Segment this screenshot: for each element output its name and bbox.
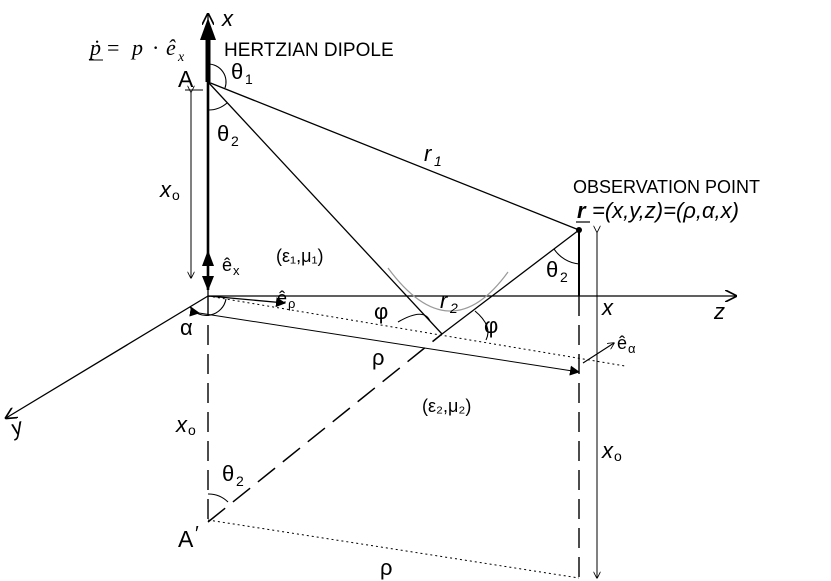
e-rho-symbol: ê xyxy=(277,288,287,308)
medium2-label: (ε₂,μ₂) xyxy=(422,396,471,416)
x0-upper-label: x o xyxy=(159,177,180,203)
theta2-arc-at-A xyxy=(207,102,228,111)
observation-r-vector: r xyxy=(577,198,587,223)
rho-bottom-label: ρ xyxy=(380,555,393,580)
e-rho-sub: ρ xyxy=(288,296,295,311)
phi-left-arc xyxy=(397,313,431,323)
point-a-label: A xyxy=(178,66,194,92)
theta2-arc-at-obs xyxy=(553,248,580,265)
observation-equation: =(x,y,z)=(ρ,α,x) xyxy=(592,198,739,223)
theta1-sub: 1 xyxy=(245,71,253,87)
alpha-label: α xyxy=(180,315,193,340)
alpha-arc xyxy=(189,298,227,316)
dipole-equals: = xyxy=(107,35,119,60)
theta2-obs-symbol: θ xyxy=(546,257,558,282)
r1-label: r 1 xyxy=(424,141,442,169)
y-axis-label: y xyxy=(5,413,28,442)
dipole-title: HERTZIAN DIPOLE xyxy=(224,40,394,61)
rho-dimension xyxy=(189,306,580,376)
ray-reflected xyxy=(441,229,580,335)
image-ray xyxy=(207,333,443,523)
phi-right-label: φ xyxy=(484,313,498,338)
rho-mid-label: ρ xyxy=(372,345,385,370)
dipole-p: p xyxy=(130,35,143,60)
theta2-image-symbol: θ xyxy=(222,461,234,486)
theta2-label-at-obs: θ 2 xyxy=(546,257,568,285)
r2-symbol: r xyxy=(440,288,449,313)
dipole-dot: · xyxy=(152,35,159,60)
theta2-label-at-image: θ 2 xyxy=(222,461,244,489)
theta2-a-sub: 2 xyxy=(231,133,239,149)
e-alpha-sub: α xyxy=(628,341,636,356)
theta2-image-sub: 2 xyxy=(236,473,244,489)
y-axis xyxy=(6,295,209,418)
x0-right-symbol: x xyxy=(601,438,614,463)
e-x-arrowhead xyxy=(202,250,214,266)
rho-bottom-dotted xyxy=(207,519,580,579)
theta1-label: θ 1 xyxy=(231,59,253,87)
point-a-image-label: A ′ xyxy=(178,523,199,552)
r1-symbol: r xyxy=(424,141,433,166)
medium1-label: (ε₁,μ₁) xyxy=(276,246,324,266)
x0-upper-symbol: x xyxy=(159,177,172,202)
dipole-unit-e: ê xyxy=(166,35,176,60)
e-alpha-symbol: ê xyxy=(617,333,627,353)
x-axis-label-top: x xyxy=(221,6,234,31)
x0-upper-sub: o xyxy=(172,187,180,203)
theta2-obs-sub: 2 xyxy=(560,269,568,285)
x0-lower-sub: o xyxy=(188,422,196,438)
x0-lower-symbol: x xyxy=(175,412,188,437)
r2-curve xyxy=(387,267,509,312)
ray-incident xyxy=(207,81,443,335)
x-label-at-obs: x xyxy=(601,295,614,320)
e-x-symbol: ê xyxy=(222,255,232,275)
theta2-label-at-a: θ 2 xyxy=(217,121,239,149)
x0-right-sub: o xyxy=(614,448,622,464)
point-a-image-prime: ′ xyxy=(195,523,199,545)
x0-right-label: x o xyxy=(601,438,622,464)
phi-right-arc xyxy=(474,310,489,341)
r2-sub: 2 xyxy=(449,300,458,316)
e-alpha-vector xyxy=(582,343,614,364)
dipole-unit-sub: x xyxy=(177,50,185,65)
ray-r1 xyxy=(207,81,580,231)
theta2-arc-at-image xyxy=(207,493,229,503)
dipole-formula: ṗ = p · ê x xyxy=(88,35,185,65)
e-x-sub: x xyxy=(233,263,240,278)
r2-label: r 2 xyxy=(440,288,458,316)
dipole-p-dot: ṗ xyxy=(88,35,101,60)
r1-sub: 1 xyxy=(434,153,442,169)
theta1-symbol: θ xyxy=(231,59,243,84)
e-alpha-label: ê α xyxy=(617,333,636,356)
observation-point-title: OBSERVATION POINT xyxy=(573,177,760,197)
dipole-arrowhead xyxy=(200,18,216,40)
theta1-arc xyxy=(207,63,227,89)
phi-left-label: φ xyxy=(374,299,388,324)
observation-point-coordinates: r =(x,y,z)=(ρ,α,x) xyxy=(576,198,739,223)
z-axis-label: z xyxy=(713,299,725,324)
e-rho-vector xyxy=(207,295,286,308)
e-x-label: ê x xyxy=(222,255,240,278)
x-segment-down-arrowhead xyxy=(202,276,214,291)
e-rho-label: ê ρ xyxy=(277,288,295,311)
point-a-image-letter: A xyxy=(178,526,194,552)
x0-lower-label: x o xyxy=(175,412,196,438)
theta2-a-symbol: θ xyxy=(217,121,229,146)
